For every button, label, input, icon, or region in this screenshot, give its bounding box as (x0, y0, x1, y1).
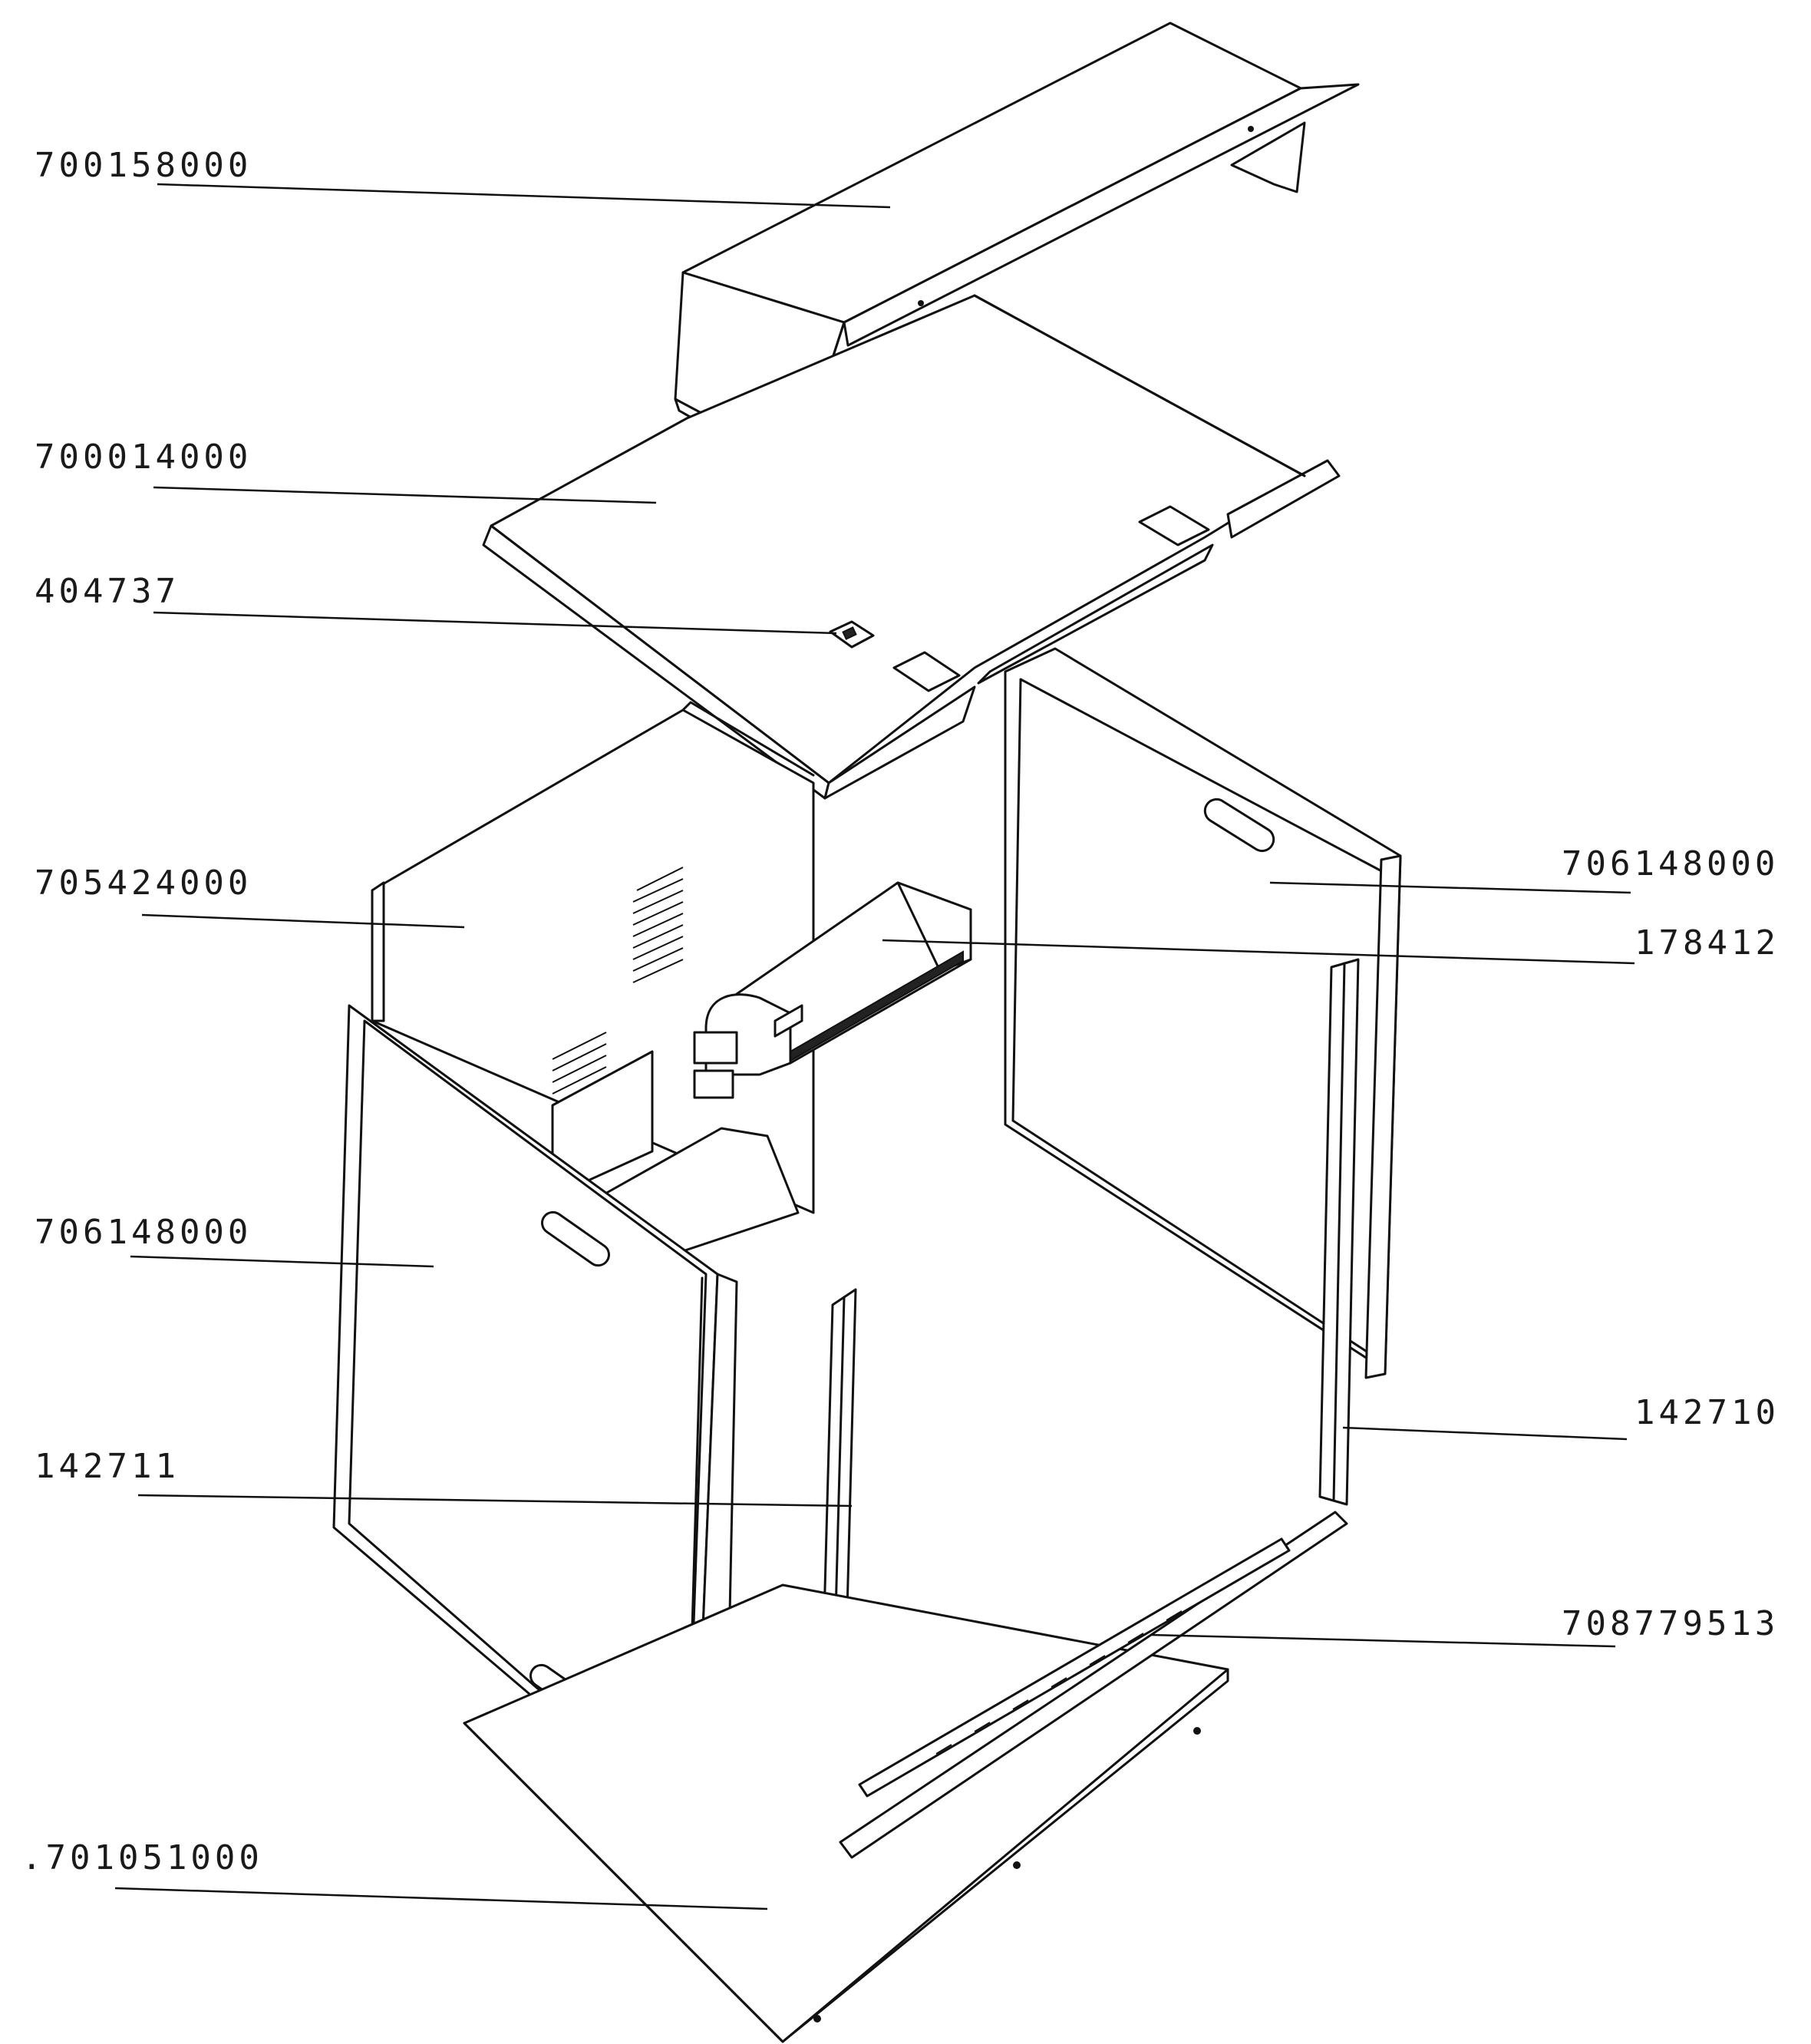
label-side-panel-left: 706148000 (35, 1213, 252, 1252)
top-panel-part (482, 294, 1341, 800)
label-rail-left: 142711 (35, 1447, 180, 1486)
label-rail-right: 142710 (1635, 1393, 1780, 1432)
part-labels: 700158000 700014000 404737 705424000 706… (21, 146, 1780, 1877)
clip-part (829, 620, 875, 649)
label-top-panel: 700014000 (35, 438, 252, 477)
label-front-strip: 708779513 (1562, 1604, 1779, 1643)
label-side-panel-right: 706148000 (1562, 844, 1779, 883)
side-panel-right-part (1004, 647, 1402, 1379)
label-top-cover: 700158000 (35, 146, 252, 185)
label-back-panel: 705424000 (35, 863, 252, 903)
rail-right-part (1318, 958, 1360, 1506)
side-panel-left-part (332, 1004, 738, 1836)
base-plate-part (463, 1511, 1348, 2043)
label-fan-duct: 178412 (1635, 923, 1780, 963)
fan-duct-part (693, 881, 972, 1099)
label-clip: 404737 (35, 572, 180, 611)
leader-lines (114, 183, 1635, 1910)
label-base-plate: .701051000 (21, 1838, 263, 1877)
